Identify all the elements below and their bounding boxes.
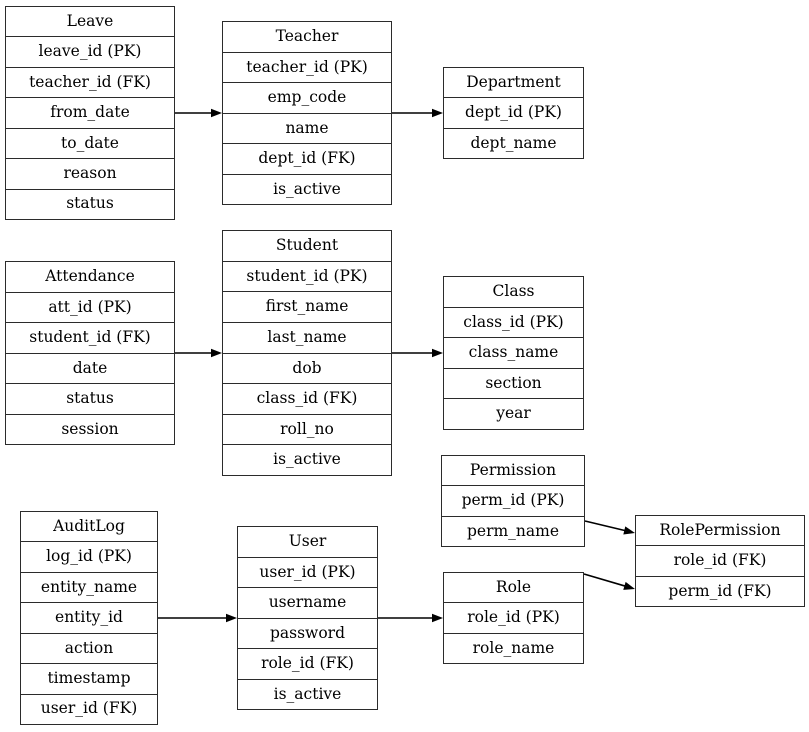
entity-field: to_date <box>6 129 174 160</box>
edge-permission-to-rolepermission <box>584 520 635 535</box>
edge-teacher-to-department <box>392 108 443 118</box>
edge-arrowhead-icon <box>432 613 443 623</box>
entity-field: dept_name <box>470 133 557 152</box>
entity-field: password <box>238 619 377 649</box>
entity-title-role: Role <box>444 573 583 604</box>
entity-field: date <box>6 354 174 384</box>
entity-field: role_id (PK) <box>444 603 583 634</box>
edge-auditlog-to-user <box>158 613 237 623</box>
entity-field: emp_code <box>223 83 391 114</box>
entity-field: role_name <box>472 638 555 657</box>
entity-field: last_name <box>223 323 391 354</box>
entity-field: from_date <box>6 98 174 129</box>
entity-field: entity_id <box>21 603 157 634</box>
edge-arrowhead-icon <box>432 108 443 118</box>
entity-field: roll_no <box>223 415 391 446</box>
entity-field: is_active <box>273 684 342 703</box>
entity-field: perm_id (FK) <box>668 581 772 600</box>
entity-title-leave: Leave <box>6 7 174 38</box>
entity-field: username <box>238 588 377 619</box>
entity-title-class: Class <box>444 277 583 308</box>
entity-field: reason <box>6 159 174 190</box>
entity-field: class_id (PK) <box>444 308 583 339</box>
entity-field: leave_id (PK) <box>6 37 174 68</box>
entity-field: teacher_id (PK) <box>223 53 391 83</box>
entity-title-teacher: Teacher <box>223 22 391 53</box>
entity-field: session <box>61 419 119 438</box>
entity-field: section <box>444 369 583 400</box>
entity-field: status <box>66 194 114 213</box>
entity-field: teacher_id (FK) <box>6 68 174 99</box>
edge-line <box>584 520 626 532</box>
entity-field: student_id (FK) <box>6 323 174 354</box>
entity-field: year <box>496 404 531 423</box>
entity-field: is_active <box>273 450 341 469</box>
edge-arrowhead-icon <box>226 613 237 623</box>
entity-field: first_name <box>223 292 391 323</box>
edge-arrowhead-icon <box>623 581 635 590</box>
entity-field: status <box>6 384 174 415</box>
edge-attendance-to-student <box>175 348 222 358</box>
entity-field: role_id (FK) <box>238 649 377 680</box>
entity-title-attendance: Attendance <box>6 262 174 293</box>
entity-field: action <box>21 634 157 665</box>
edge-arrowhead-icon <box>211 108 222 118</box>
entity-title-auditlog: AuditLog <box>21 512 157 543</box>
entity-title-permission: Permission <box>442 456 584 487</box>
entity-field: perm_name <box>466 521 560 540</box>
entity-field: class_id (FK) <box>223 384 391 415</box>
entity-field: name <box>223 114 391 144</box>
entity-field: user_id (FK) <box>40 699 138 718</box>
entity-field: role_id (FK) <box>636 546 804 577</box>
edge-user-to-role <box>378 613 443 623</box>
entity-field: dept_id (PK) <box>444 98 583 129</box>
entity-field: entity_name <box>21 573 157 604</box>
entity-field: is_active <box>273 179 341 198</box>
entity-field: perm_id (PK) <box>442 486 584 517</box>
entity-title-user: User <box>238 527 377 558</box>
entity-field: timestamp <box>21 664 157 695</box>
entity-title-rolepermission: RolePermission <box>636 516 804 547</box>
edge-arrowhead-icon <box>623 526 635 535</box>
edge-line <box>583 573 627 588</box>
entity-field: student_id (PK) <box>223 262 391 293</box>
entity-title-student: Student <box>223 231 391 262</box>
entity-field: dob <box>223 354 391 385</box>
entity-field: user_id (PK) <box>238 558 377 588</box>
entity-field: class_name <box>444 338 583 369</box>
entity-field: log_id (PK) <box>21 542 157 573</box>
edge-role-to-rolepermission <box>583 573 635 590</box>
edge-leave-to-teacher <box>175 108 222 118</box>
entity-field: att_id (PK) <box>6 293 174 323</box>
entity-field: dept_id (FK) <box>223 144 391 175</box>
entity-title-department: Department <box>444 68 583 99</box>
edge-arrowhead-icon <box>211 348 222 358</box>
edge-arrowhead-icon <box>432 348 443 358</box>
edge-student-to-class <box>392 348 443 358</box>
